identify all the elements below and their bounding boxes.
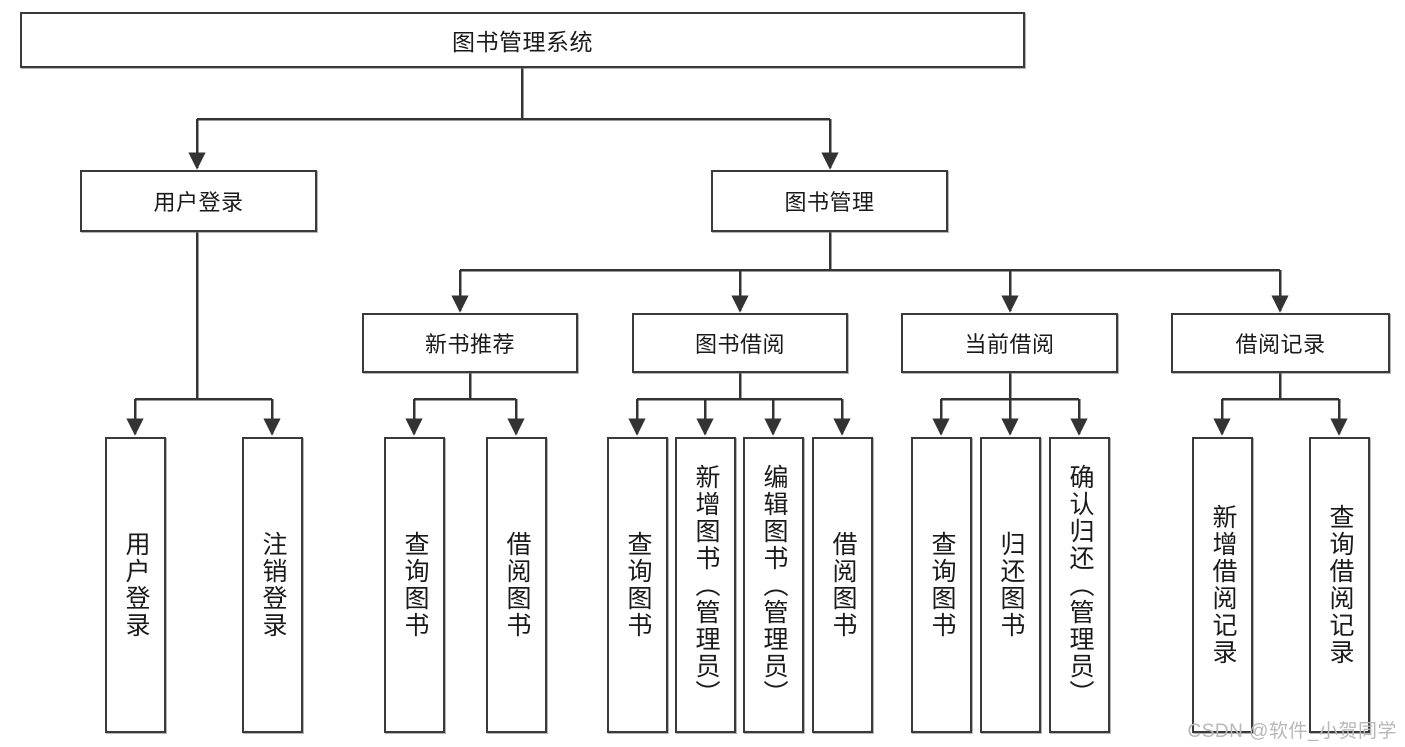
node-label: 查询图书 bbox=[928, 531, 956, 639]
leaf-user-login[interactable]: 用户登录 bbox=[105, 437, 166, 733]
leaf-edit-book-admin[interactable]: 编辑图书（管理员） bbox=[743, 437, 804, 733]
node-label: 借阅图书 bbox=[503, 531, 531, 639]
node-new-book-recommend[interactable]: 新书推荐 bbox=[362, 313, 578, 373]
node-label: 借阅记录 bbox=[1235, 332, 1326, 357]
node-label: 当前借阅 bbox=[964, 332, 1055, 357]
node-book-management[interactable]: 图书管理 bbox=[711, 170, 948, 232]
node-book-borrow[interactable]: 图书借阅 bbox=[632, 313, 848, 373]
node-label: 借阅图书 bbox=[829, 531, 857, 639]
node-root-system[interactable]: 图书管理系统 bbox=[20, 12, 1025, 68]
node-label: 用户登录 bbox=[153, 190, 244, 215]
node-label: 查询图书 bbox=[401, 531, 429, 639]
leaf-add-borrow-record[interactable]: 新增借阅记录 bbox=[1192, 437, 1253, 733]
node-label: 新增借阅记录 bbox=[1209, 504, 1237, 666]
leaf-query-book-current[interactable]: 查询图书 bbox=[911, 437, 972, 733]
node-label: 图书管理系统 bbox=[452, 29, 593, 55]
leaf-confirm-return-admin[interactable]: 确认归还（管理员） bbox=[1049, 437, 1110, 733]
node-label: 新增图书（管理员） bbox=[692, 463, 720, 707]
node-label: 查询图书 bbox=[624, 531, 652, 639]
leaf-borrow-book[interactable]: 借阅图书 bbox=[812, 437, 873, 733]
node-current-borrow[interactable]: 当前借阅 bbox=[901, 313, 1118, 373]
leaf-return-book[interactable]: 归还图书 bbox=[980, 437, 1041, 733]
node-borrow-record[interactable]: 借阅记录 bbox=[1171, 313, 1390, 373]
csdn-watermark: CSDN @软件_小贺同学 bbox=[1187, 721, 1397, 742]
leaf-query-book-borrow[interactable]: 查询图书 bbox=[607, 437, 668, 733]
node-label: 确认归还（管理员） bbox=[1066, 463, 1094, 707]
leaf-logout[interactable]: 注销登录 bbox=[242, 437, 303, 733]
leaf-query-borrow-record[interactable]: 查询借阅记录 bbox=[1309, 437, 1370, 733]
node-label: 编辑图书（管理员） bbox=[760, 463, 788, 707]
node-label: 图书借阅 bbox=[694, 332, 785, 357]
leaf-add-book-admin[interactable]: 新增图书（管理员） bbox=[675, 437, 736, 733]
node-label: 查询借阅记录 bbox=[1326, 504, 1354, 666]
leaf-query-book-recommend[interactable]: 查询图书 bbox=[384, 437, 445, 733]
node-user-login[interactable]: 用户登录 bbox=[80, 170, 317, 232]
node-label: 注销登录 bbox=[259, 531, 287, 639]
leaf-borrow-book-recommend[interactable]: 借阅图书 bbox=[486, 437, 547, 733]
node-label: 图书管理 bbox=[784, 190, 875, 215]
node-label: 新书推荐 bbox=[424, 332, 515, 357]
node-label: 用户登录 bbox=[122, 531, 150, 639]
node-label: 归还图书 bbox=[997, 531, 1025, 639]
